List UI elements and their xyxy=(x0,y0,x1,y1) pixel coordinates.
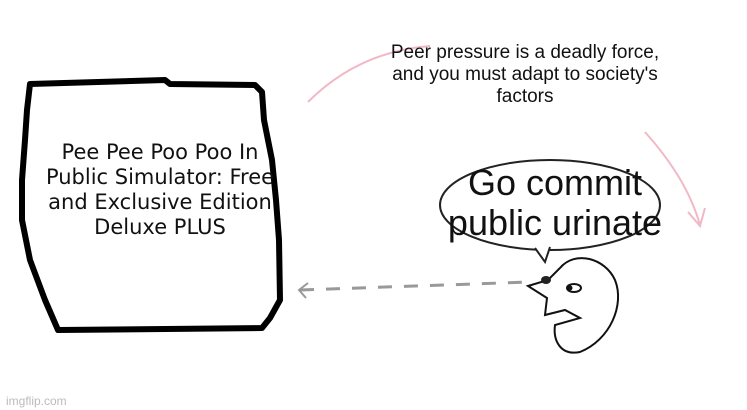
speech-bubble-text: Go commit public urinate xyxy=(447,162,663,243)
pink-arrow-top xyxy=(307,45,431,103)
peer-pressure-caption: Peer pressure is a deadly force, and you… xyxy=(390,42,660,107)
game-title-text: Pee Pee Poo Poo In Public Simulator: Fre… xyxy=(45,140,275,239)
game-box-outline xyxy=(19,77,283,333)
pink-arrow-right xyxy=(644,131,706,229)
character-head xyxy=(525,257,620,354)
gaze-arrow xyxy=(299,280,531,292)
watermark: imgflip.com xyxy=(6,394,67,408)
